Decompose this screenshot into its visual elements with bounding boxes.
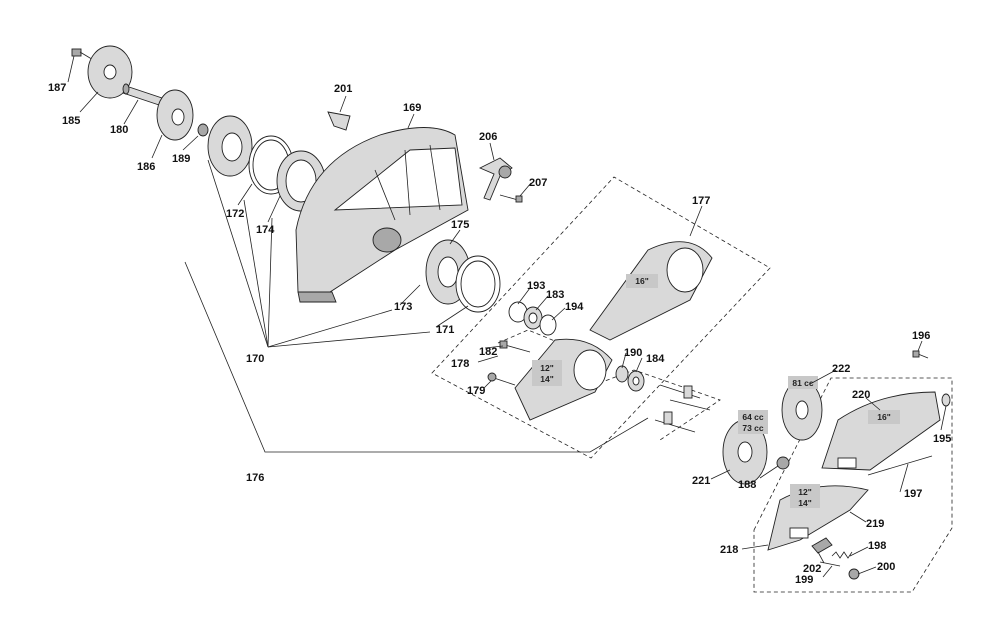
label-174: 174 <box>256 224 275 236</box>
label-221: 221 <box>692 475 710 487</box>
flange-disc-185 <box>87 45 133 99</box>
label-193: 193 <box>527 280 545 292</box>
label-220: 220 <box>852 389 870 401</box>
tag-arm-12-line1: 12" <box>540 363 554 373</box>
label-172: 172 <box>226 208 244 220</box>
bolt-179 <box>487 372 516 386</box>
label-190: 190 <box>624 347 642 359</box>
blade-guard-169 <box>295 127 469 303</box>
ring-171-173 <box>455 255 501 313</box>
tag-box-cover-16 <box>868 410 900 424</box>
bolt-196 <box>912 350 929 359</box>
tag-cover-12-line1: 12" <box>798 487 812 497</box>
tensioner-screws <box>654 384 711 433</box>
cover-assembly-box <box>753 377 953 593</box>
label-170: 170 <box>246 353 264 365</box>
sub-box-pulleys <box>559 369 721 441</box>
label-176: 176 <box>246 472 264 484</box>
bearing-190 <box>615 365 629 383</box>
label-207: 207 <box>529 177 547 189</box>
cutting-arm-177 <box>514 241 713 421</box>
label-222: 222 <box>832 363 850 375</box>
tag-box-arm-12 <box>532 360 562 386</box>
spring-198 <box>831 551 853 559</box>
part-labels: 187 185 180 186 189 172 174 201 169 206 … <box>48 82 951 586</box>
label-195: 195 <box>933 433 951 445</box>
tag-box-cover-12 <box>790 484 820 508</box>
shaft-180 <box>122 83 163 106</box>
label-188: 188 <box>738 479 756 491</box>
rod-197 <box>867 455 933 476</box>
belt-cover-220 <box>821 391 941 471</box>
label-194: 194 <box>565 301 584 313</box>
label-199: 199 <box>795 574 813 586</box>
label-175: 175 <box>451 219 469 231</box>
tag-cover-12-line2: 14" <box>798 498 812 508</box>
label-184: 184 <box>646 353 665 365</box>
flange-disc-186 <box>156 89 194 141</box>
leader-lines <box>67 55 947 578</box>
bearing-184 <box>627 370 645 392</box>
label-178: 178 <box>451 358 469 370</box>
label-179: 179 <box>467 385 485 397</box>
label-185: 185 <box>62 115 80 127</box>
label-180: 180 <box>110 124 128 136</box>
nut-200 <box>848 568 860 580</box>
label-201: 201 <box>334 83 352 95</box>
screw-207 <box>499 194 523 203</box>
arm-assembly-box-177 <box>431 176 771 459</box>
wedge-201 <box>327 111 351 131</box>
label-173: 173 <box>394 301 412 313</box>
label-198: 198 <box>868 540 886 552</box>
label-202: 202 <box>803 563 821 575</box>
label-197: 197 <box>904 488 922 500</box>
tag-cover-16: 16" <box>877 412 891 422</box>
label-219: 219 <box>866 518 884 530</box>
label-169: 169 <box>403 102 421 114</box>
label-171: 171 <box>436 324 454 336</box>
tag-arm-12-line2: 14" <box>540 374 554 384</box>
label-200: 200 <box>877 561 895 573</box>
label-187: 187 <box>48 82 66 94</box>
washer-195 <box>941 393 951 407</box>
tag-box-pulley-64 <box>738 410 768 434</box>
nut-188 <box>776 456 790 470</box>
lever-206 <box>478 157 513 201</box>
label-177: 177 <box>692 195 710 207</box>
bolt-182 <box>499 340 531 353</box>
label-196: 196 <box>912 330 930 342</box>
nut-189 <box>197 123 209 137</box>
tag-box-pulley-81 <box>788 376 818 389</box>
clip-202 <box>811 537 833 554</box>
label-218: 218 <box>720 544 738 556</box>
label-183: 183 <box>546 289 564 301</box>
label-186: 186 <box>137 161 155 173</box>
label-182: 182 <box>479 346 497 358</box>
label-206: 206 <box>479 131 497 143</box>
tag-pulley-64-line1: 64 cc <box>742 412 764 422</box>
pin-199 <box>819 561 841 567</box>
tag-box-guard-16 <box>626 274 658 288</box>
tag-guard-16: 16" <box>635 276 649 286</box>
tag-pulley-64-line2: 73 cc <box>742 423 764 433</box>
bearing-183 <box>523 306 543 330</box>
tag-pulley-81: 81 cc <box>792 378 814 388</box>
bearing-plate <box>207 115 253 177</box>
label-189: 189 <box>172 153 190 165</box>
